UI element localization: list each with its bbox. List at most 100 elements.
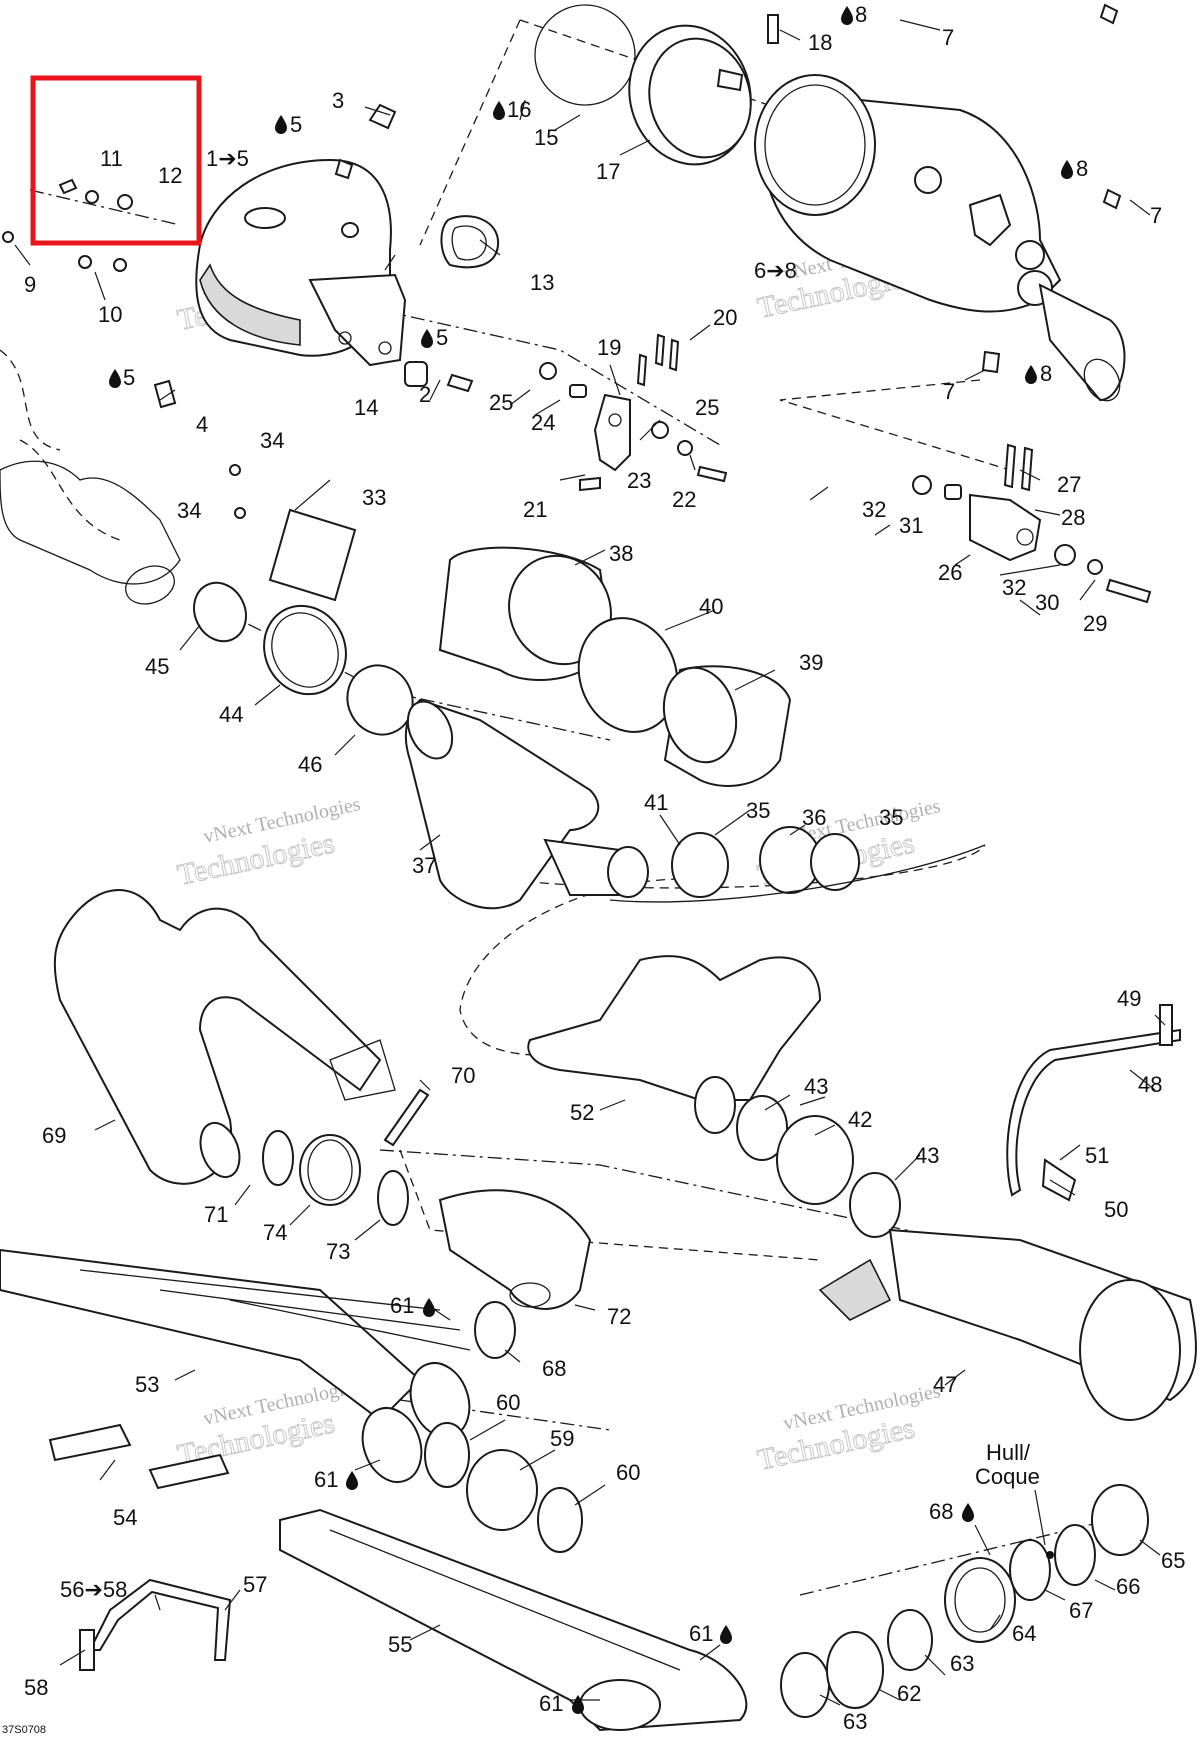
gasket-13 bbox=[440, 215, 500, 269]
callout: 6➔8 bbox=[754, 258, 797, 283]
callout: 29 bbox=[1083, 611, 1107, 636]
callout: 48 bbox=[1138, 1072, 1162, 1097]
callout: 60 bbox=[496, 1390, 520, 1415]
drawing-number: 37S0708 bbox=[2, 1724, 46, 1736]
callout: 56➔58 bbox=[60, 1577, 127, 1602]
callout: 8 bbox=[1040, 361, 1052, 386]
callout: 68 bbox=[542, 1356, 566, 1381]
callout: 18 bbox=[808, 30, 832, 55]
callout: 25 bbox=[695, 395, 719, 420]
callout: 73 bbox=[326, 1239, 350, 1264]
callout: 64 bbox=[1012, 1621, 1036, 1646]
drop-icon bbox=[109, 369, 121, 388]
callout: 71 bbox=[204, 1202, 228, 1227]
callout: 15 bbox=[534, 125, 558, 150]
manifold-bolts bbox=[2, 178, 177, 409]
callout: 46 bbox=[298, 752, 322, 777]
callout: 12 bbox=[158, 163, 182, 188]
middle-row bbox=[193, 546, 986, 910]
drop-icon bbox=[720, 1625, 732, 1644]
callout: 10 bbox=[98, 302, 122, 327]
callout: 61 bbox=[314, 1467, 338, 1492]
callout: 21 bbox=[523, 497, 547, 522]
callout: 45 bbox=[145, 654, 169, 679]
muffler-47 bbox=[818, 1228, 1197, 1421]
callout: 34 bbox=[177, 498, 201, 523]
callout: 61 bbox=[689, 1621, 713, 1646]
callout: 22 bbox=[672, 487, 696, 512]
hull-label: Coque bbox=[975, 1464, 1040, 1489]
callout: 5 bbox=[290, 112, 302, 137]
callout: 42 bbox=[848, 1107, 872, 1132]
callout: 53 bbox=[135, 1372, 159, 1397]
rings-15-17 bbox=[534, 4, 779, 166]
callout: 8 bbox=[855, 2, 867, 27]
callout: 37 bbox=[412, 853, 436, 878]
pipes-53 bbox=[0, 1248, 516, 1483]
callout: 72 bbox=[607, 1304, 631, 1329]
callout: 35 bbox=[746, 798, 770, 823]
drop-icon bbox=[962, 1503, 974, 1522]
drop-icon bbox=[421, 329, 433, 348]
callout: 65 bbox=[1161, 1548, 1185, 1573]
callout: 36 bbox=[802, 805, 826, 830]
callout: 43 bbox=[804, 1074, 828, 1099]
callout: 26 bbox=[938, 560, 962, 585]
callout: 7 bbox=[943, 379, 955, 404]
couplers-59-60 bbox=[424, 1422, 583, 1553]
callout: 54 bbox=[113, 1505, 137, 1530]
callout: 17 bbox=[596, 159, 620, 184]
callout: 24 bbox=[531, 410, 555, 435]
leader-lines bbox=[14, 19, 1166, 1706]
drop-icon bbox=[1061, 160, 1073, 179]
callout: 27 bbox=[1057, 472, 1081, 497]
callout: 47 bbox=[933, 1372, 957, 1397]
callout: 52 bbox=[570, 1100, 594, 1125]
callout: 25 bbox=[489, 390, 513, 415]
pads-54 bbox=[48, 1423, 230, 1490]
couplers-62-68 bbox=[780, 1484, 1149, 1718]
callout: 74 bbox=[263, 1220, 287, 1245]
callout: 41 bbox=[644, 790, 668, 815]
callout: 66 bbox=[1116, 1574, 1140, 1599]
callout: 2 bbox=[419, 382, 431, 407]
manifold-fittings bbox=[404, 361, 474, 393]
callout: 11 bbox=[100, 146, 123, 171]
callout: 14 bbox=[354, 395, 378, 420]
callout: 40 bbox=[699, 594, 723, 619]
callout: 19 bbox=[597, 335, 621, 360]
callout: 32 bbox=[862, 497, 886, 522]
callout: 62 bbox=[897, 1681, 921, 1706]
bracket-26-32 bbox=[912, 443, 1152, 604]
callout: 44 bbox=[219, 702, 243, 727]
lower-manifold bbox=[0, 460, 357, 605]
callout: 5 bbox=[123, 365, 135, 390]
callout: 4 bbox=[196, 412, 208, 437]
callout: 61 bbox=[390, 1293, 414, 1318]
callout: 3 bbox=[332, 88, 344, 113]
callout: 34 bbox=[260, 428, 284, 453]
callout: 67 bbox=[1069, 1598, 1093, 1623]
highlight-box bbox=[30, 75, 202, 246]
callout: 8 bbox=[1076, 156, 1088, 181]
callout: 58 bbox=[24, 1675, 48, 1700]
callout: 63 bbox=[843, 1709, 867, 1734]
muffler-top bbox=[754, 3, 1126, 402]
callout: 50 bbox=[1104, 1197, 1128, 1222]
callout: 38 bbox=[609, 541, 633, 566]
callout: 7 bbox=[1150, 203, 1162, 228]
callout: 13 bbox=[530, 270, 554, 295]
callout: 30 bbox=[1035, 590, 1059, 615]
callout: 33 bbox=[362, 485, 386, 510]
callout: 55 bbox=[388, 1632, 412, 1657]
strap-48-51 bbox=[1006, 1004, 1181, 1202]
drop-icon bbox=[275, 115, 287, 134]
callout: 23 bbox=[627, 468, 651, 493]
drop-icon bbox=[1025, 365, 1037, 384]
callout: 1➔5 bbox=[206, 146, 249, 171]
callout: 35 bbox=[879, 805, 903, 830]
callout: 57 bbox=[243, 1572, 267, 1597]
couplers-71-74 bbox=[262, 1130, 592, 1310]
callout: 43 bbox=[915, 1143, 939, 1168]
